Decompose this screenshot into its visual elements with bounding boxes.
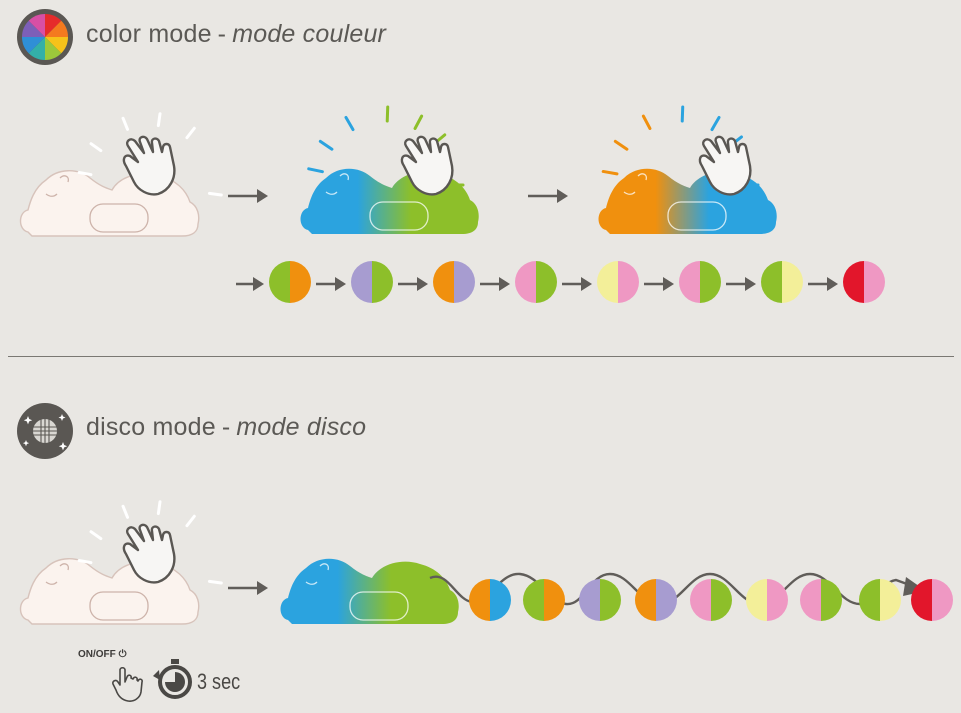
arrow bbox=[562, 277, 592, 291]
color-circle bbox=[269, 261, 311, 303]
disco-circle bbox=[469, 579, 511, 621]
color-wheel-icon bbox=[16, 8, 74, 66]
arrow bbox=[726, 277, 756, 291]
on-off-label: ON/OFF ⏻ bbox=[78, 649, 127, 660]
arrow bbox=[236, 277, 264, 291]
stopwatch-icon bbox=[153, 659, 192, 699]
color-circle bbox=[679, 261, 721, 303]
arrow bbox=[316, 277, 346, 291]
cloud-blue-green bbox=[280, 558, 459, 624]
disco-ball-icon bbox=[16, 402, 74, 460]
color-circle bbox=[761, 261, 803, 303]
color-circle bbox=[351, 261, 393, 303]
color-mode-title: color mode-mode couleur bbox=[86, 20, 387, 48]
color-circle bbox=[843, 261, 885, 303]
arrow bbox=[228, 189, 268, 203]
arrow bbox=[480, 277, 510, 291]
duration-label: 3 sec bbox=[197, 669, 241, 694]
hand-icon bbox=[122, 135, 176, 196]
light-rays-blue bbox=[344, 115, 355, 132]
arrow bbox=[228, 581, 268, 595]
color-circle bbox=[433, 261, 475, 303]
disco-circle bbox=[635, 579, 677, 621]
color-circle bbox=[515, 261, 557, 303]
press-hand-icon bbox=[112, 666, 143, 702]
light-rays-white bbox=[77, 112, 223, 197]
disco-circle bbox=[911, 579, 953, 621]
arrow bbox=[398, 277, 428, 291]
arrow bbox=[644, 277, 674, 291]
arrow bbox=[528, 189, 568, 203]
disco-circle bbox=[690, 579, 732, 621]
section-divider bbox=[8, 356, 954, 357]
hand-icon bbox=[122, 523, 176, 584]
disco-circle bbox=[579, 579, 621, 621]
hand-icon bbox=[698, 135, 752, 196]
disco-circle bbox=[523, 579, 565, 621]
color-circle bbox=[597, 261, 639, 303]
light-rays-blue bbox=[307, 139, 334, 174]
hand-icon bbox=[400, 135, 454, 196]
disco-circle bbox=[800, 579, 842, 621]
disco-circle bbox=[746, 579, 788, 621]
light-rays-orange bbox=[601, 114, 652, 176]
disco-circle bbox=[859, 579, 901, 621]
light-rays-white bbox=[77, 500, 223, 585]
arrow bbox=[808, 277, 838, 291]
power-icon: ⏻ bbox=[118, 649, 127, 660]
disco-mode-title: disco mode-mode disco bbox=[86, 413, 367, 441]
